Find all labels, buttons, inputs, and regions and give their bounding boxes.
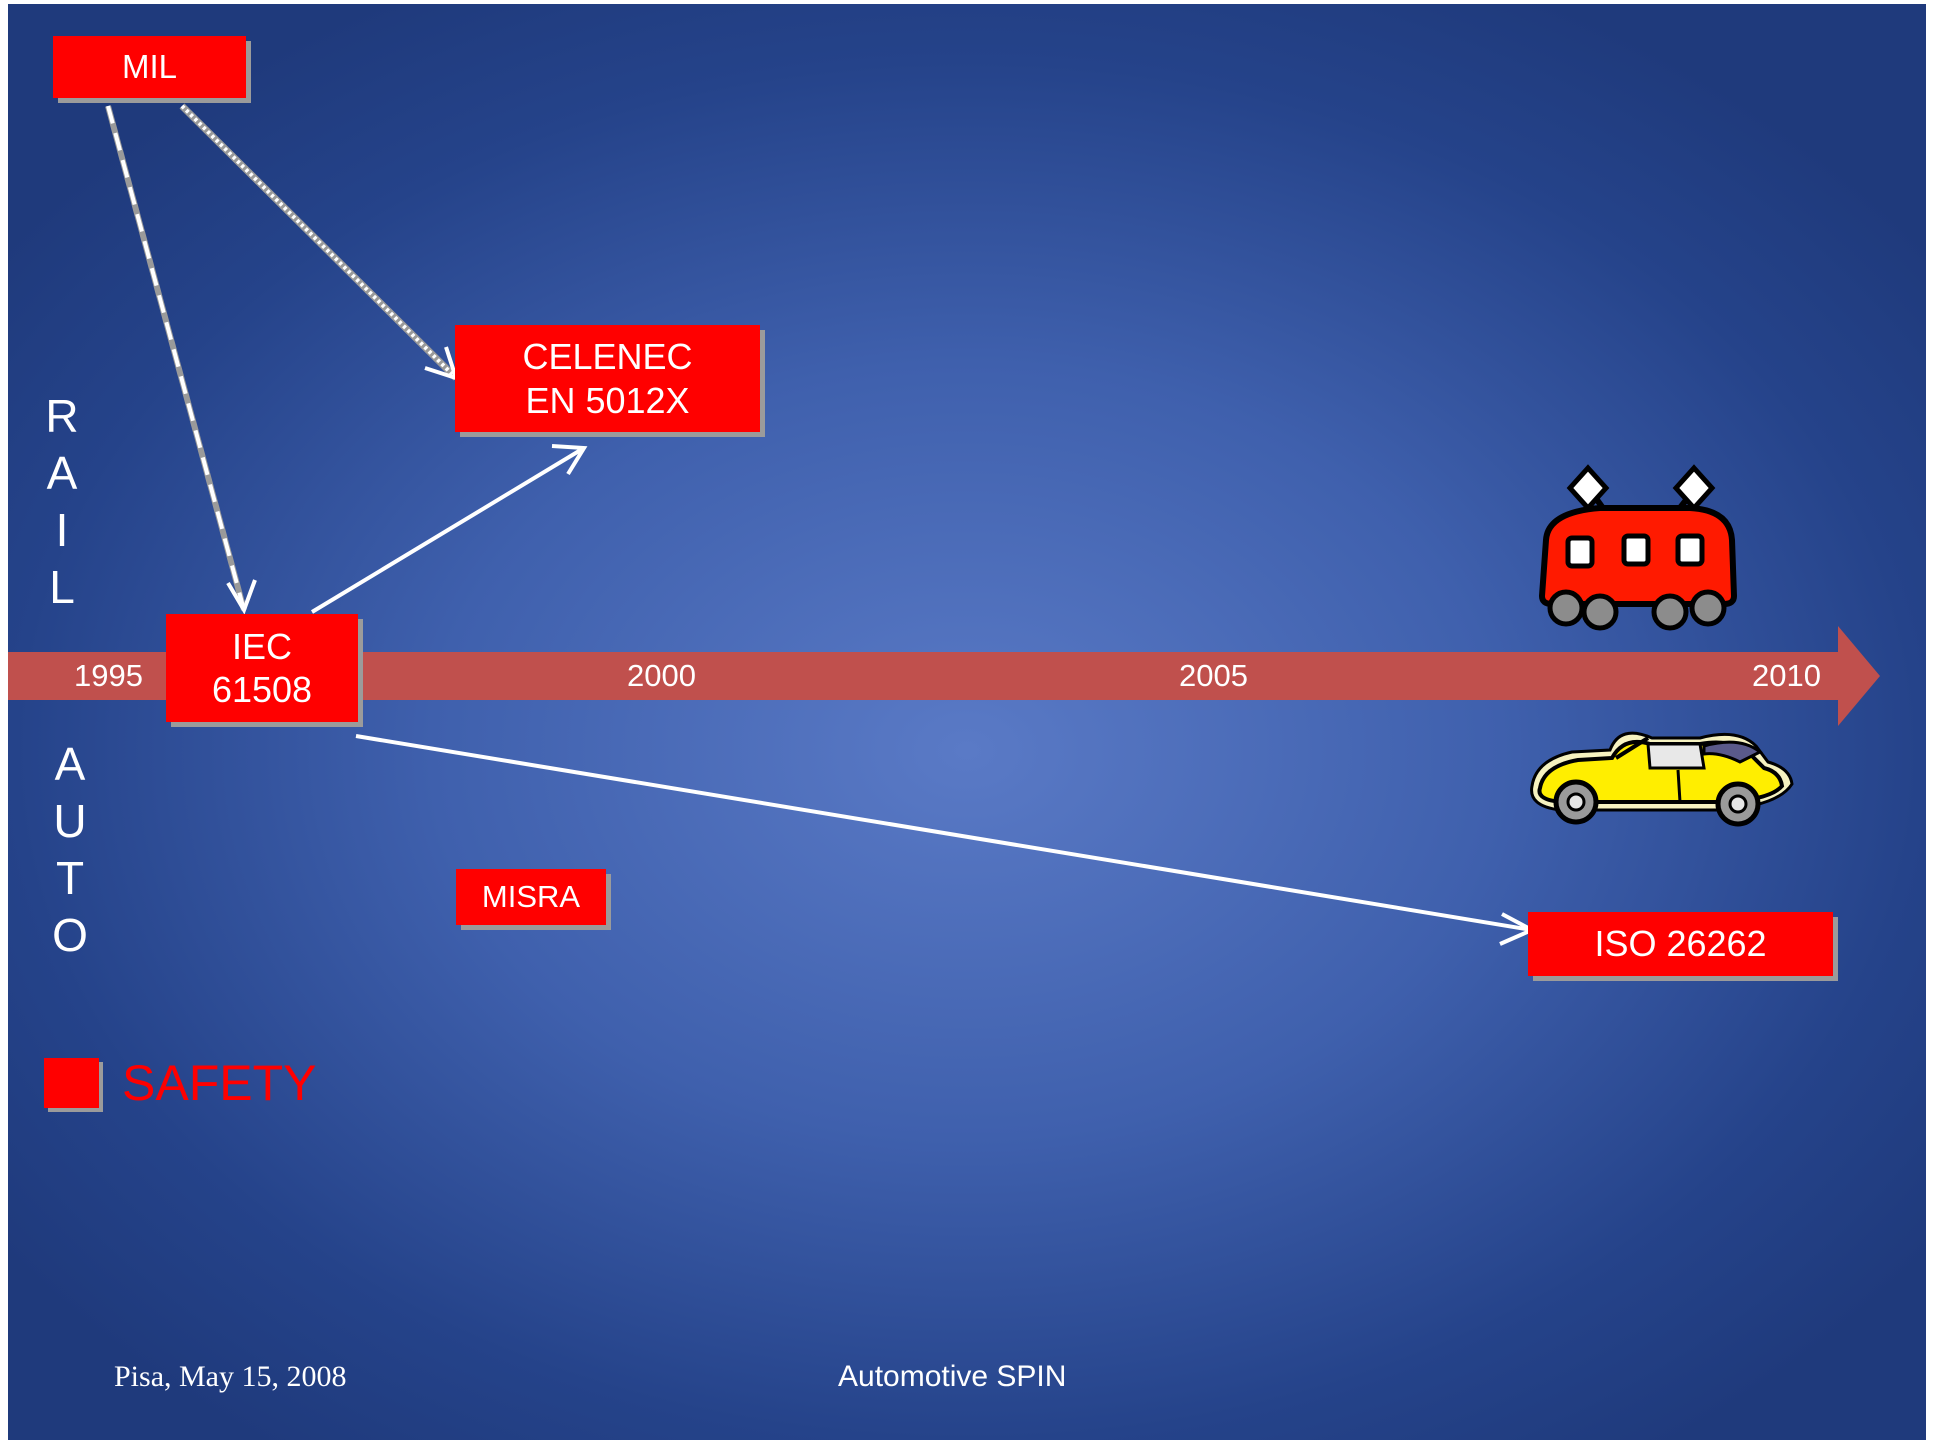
- year-label-2005: 2005: [1179, 658, 1248, 693]
- mil-label: MIL: [121, 48, 177, 86]
- rail-letter: R: [45, 390, 79, 442]
- footer-title: Automotive SPIN: [838, 1360, 1067, 1393]
- rail-letter: A: [46, 447, 78, 499]
- rail-label: R A I L: [44, 388, 80, 616]
- auto-letter: A: [54, 738, 86, 790]
- celenec-label-line1: CELENEC: [522, 336, 693, 378]
- connector-mil-to-iec: [105, 105, 257, 615]
- year-label-2010: 2010: [1752, 658, 1821, 693]
- misra-box: MISRA: [456, 869, 606, 925]
- timeline-arrow: [8, 626, 1880, 726]
- auto-letter: T: [55, 852, 85, 904]
- legend-safety-label: SAFETY: [122, 1055, 317, 1111]
- celenec-label-line2: EN 5012X: [525, 379, 690, 421]
- year-label-2000: 2000: [627, 658, 696, 693]
- train-icon: [1538, 464, 1738, 631]
- connector-mil-to-celenec: [179, 103, 460, 382]
- legend-safety-swatch: [44, 1058, 99, 1108]
- footer-date: Pisa, May 15, 2008: [114, 1360, 347, 1393]
- rail-letter: I: [55, 504, 69, 556]
- year-label-1995: 1995: [74, 658, 143, 693]
- connector-iec-to-celenec: [310, 444, 588, 614]
- iec-label-line2: 61508: [211, 669, 313, 710]
- auto-letter: O: [52, 909, 88, 961]
- iec-box: IEC 61508: [166, 614, 358, 722]
- celenec-box: CELENEC EN 5012X: [455, 325, 760, 432]
- iec-label-line1: IEC: [231, 625, 292, 667]
- misra-label: MISRA: [481, 879, 581, 915]
- rail-letter: L: [49, 561, 75, 613]
- iso-26262-label: ISO 26262: [1594, 923, 1767, 965]
- iso-26262-box: ISO 26262: [1528, 912, 1833, 976]
- slide: [8, 4, 1926, 1440]
- mil-box: MIL: [53, 36, 246, 98]
- car-icon: [1530, 731, 1794, 827]
- auto-label: A U T O: [50, 736, 90, 964]
- auto-letter: U: [53, 795, 87, 847]
